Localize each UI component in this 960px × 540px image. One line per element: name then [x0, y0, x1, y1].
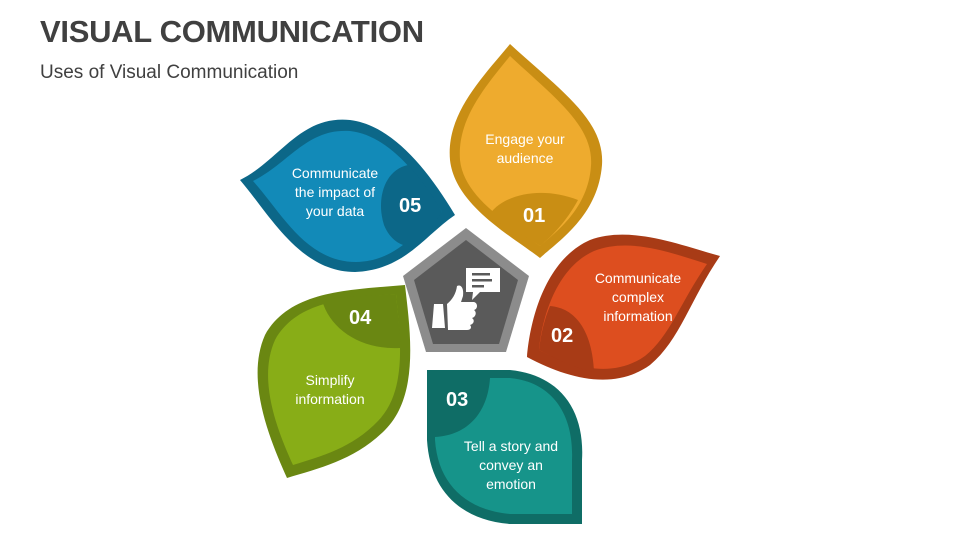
petal-05: [240, 119, 455, 272]
thumbs-up-speech-bubble-icon: [432, 268, 500, 330]
item-03-number: 03: [446, 389, 469, 411]
item-04-number: 04: [349, 307, 372, 329]
item-01-number: 01: [523, 205, 546, 227]
petal-03: [427, 370, 583, 524]
page-title: VISUAL COMMUNICATION: [40, 14, 424, 49]
petal-04: [257, 285, 411, 478]
petal-01: [449, 44, 603, 258]
page-subtitle: Uses of Visual Communication: [40, 62, 299, 83]
petal-02: [527, 234, 720, 380]
item-05-number: 05: [399, 195, 422, 217]
item-02-number: 02: [551, 325, 574, 347]
